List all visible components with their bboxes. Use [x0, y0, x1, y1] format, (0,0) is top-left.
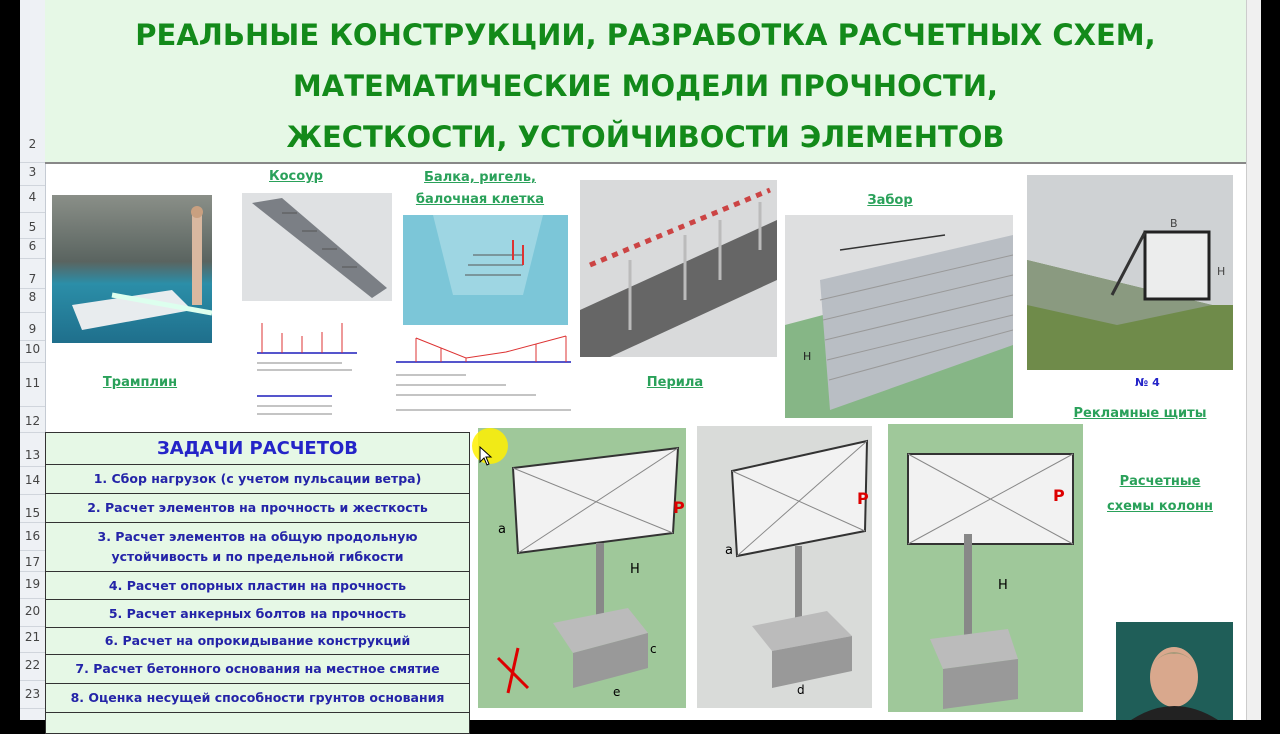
letter-p: P — [673, 498, 685, 517]
row-divider — [20, 340, 45, 341]
image-railing — [580, 180, 777, 357]
row-number[interactable]: 13 — [24, 448, 41, 462]
letter-e: e — [613, 685, 620, 699]
image-beam-scheme — [386, 330, 586, 422]
row-divider — [20, 258, 45, 259]
task-item-3[interactable]: 3. Расчет элементов на общую продольную … — [46, 523, 469, 572]
row-number[interactable]: 20 — [24, 604, 41, 618]
task-item-5[interactable]: 5. Расчет анкерных болтов на прочность — [46, 600, 469, 628]
row-number[interactable]: 6 — [28, 239, 37, 253]
row-number[interactable]: 23 — [24, 687, 41, 701]
task-item-7[interactable]: 7. Расчет бетонного основания на местное… — [46, 655, 469, 684]
row-number[interactable]: 8 — [28, 290, 37, 304]
row-number[interactable]: 19 — [24, 577, 41, 591]
row-number[interactable]: 15 — [24, 506, 41, 520]
letter-c: c — [650, 642, 657, 656]
letter-p: P — [1053, 486, 1065, 505]
row-divider — [20, 494, 45, 495]
image-stair-stringer — [242, 193, 392, 301]
link-reklama[interactable]: Рекламные щиты — [1073, 406, 1207, 421]
link-schemy-2[interactable]: схемы колонн — [1107, 499, 1213, 514]
title-cell[interactable]: РЕАЛЬНЫЕ КОНСТРУКЦИИ, РАЗРАБОТКА РАСЧЕТН… — [45, 0, 1246, 164]
letter-h: H — [630, 562, 640, 577]
image-presenter-photo — [1116, 622, 1233, 720]
vertical-scrollbar[interactable] — [1246, 0, 1261, 720]
billboard-b-letter: B — [1170, 217, 1178, 230]
mouse-cursor-icon — [479, 446, 493, 466]
row-divider — [20, 598, 45, 599]
row-divider — [20, 238, 45, 239]
row-divider — [20, 626, 45, 627]
row-divider — [20, 550, 45, 551]
link-balka-2[interactable]: балочная клетка — [415, 192, 545, 207]
number-label: № 4 — [1135, 376, 1160, 389]
billboard-h-letter: H — [1217, 265, 1225, 278]
image-stringer-scheme — [242, 318, 370, 423]
task-item-9[interactable] — [46, 713, 469, 733]
row-number[interactable]: 12 — [24, 414, 41, 428]
link-balka-1[interactable]: Балка, ригель, — [424, 170, 536, 185]
image-springboard — [52, 195, 212, 343]
link-perila[interactable]: Перила — [646, 375, 704, 390]
link-tramplin[interactable]: Трамплин — [102, 375, 178, 390]
tasks-table: ЗАДАЧИ РАСЧЕТОВ 1. Сбор нагрузок (с учет… — [45, 432, 470, 734]
task-item-1[interactable]: 1. Сбор нагрузок (с учетом пульсации вет… — [46, 465, 469, 494]
row-number[interactable]: 11 — [24, 376, 41, 390]
row-divider — [20, 162, 45, 163]
row-divider — [20, 571, 45, 572]
row-divider — [20, 406, 45, 407]
image-beam-cage — [403, 215, 568, 325]
row-divider — [20, 652, 45, 653]
letter-a: a — [725, 543, 733, 558]
task-item-2[interactable]: 2. Расчет элементов на прочность и жестк… — [46, 494, 469, 523]
row-divider — [20, 185, 45, 186]
row-number[interactable]: 7 — [28, 272, 37, 286]
row-divider — [20, 680, 45, 681]
row-number[interactable]: 2 — [28, 137, 37, 151]
row-divider — [20, 466, 45, 467]
letter-a: a — [498, 522, 506, 537]
task-item-8[interactable]: 8. Оценка несущей способности грунтов ос… — [46, 684, 469, 713]
row-number[interactable]: 3 — [28, 165, 37, 179]
row-divider — [20, 362, 45, 363]
link-kosour[interactable]: Косоур — [269, 169, 323, 184]
row-divider — [20, 288, 45, 289]
row-divider — [20, 432, 45, 433]
letter-p: P — [857, 489, 869, 508]
task-item-4[interactable]: 4. Расчет опорных пластин на прочность — [46, 572, 469, 600]
link-zabor[interactable]: Забор — [867, 193, 913, 208]
cursor-highlight — [472, 428, 508, 464]
row-number[interactable]: 9 — [28, 322, 37, 336]
row-divider — [20, 708, 45, 709]
title-line-1: РЕАЛЬНЫЕ КОНСТРУКЦИИ, РАЗРАБОТКА РАСЧЕТН… — [135, 18, 1156, 52]
row-divider — [20, 212, 45, 213]
row-number[interactable]: 14 — [24, 473, 41, 487]
tasks-header: ЗАДАЧИ РАСЧЕТОВ — [46, 433, 469, 465]
row-divider — [20, 312, 45, 313]
image-fence: H — [785, 215, 1013, 418]
row-number[interactable]: 21 — [24, 630, 41, 644]
row-number[interactable]: 17 — [24, 555, 41, 569]
row-number[interactable]: 16 — [24, 529, 41, 543]
task-item-6[interactable]: 6. Расчет на опрокидывание конструкций — [46, 628, 469, 655]
page-title: РЕАЛЬНЫЕ КОНСТРУКЦИИ, РАЗРАБОТКА РАСЧЕТН… — [45, 10, 1246, 163]
title-line-2: МАТЕМАТИЧЕСКИЕ МОДЕЛИ ПРОЧНОСТИ, — [292, 69, 999, 103]
letter-h: H — [998, 578, 1008, 593]
row-number[interactable]: 22 — [24, 658, 41, 672]
title-line-3: ЖЕСТКОСТИ, УСТОЙЧИВОСТИ ЭЛЕМЕНТОВ — [286, 120, 1005, 154]
row-number[interactable]: 5 — [28, 220, 37, 234]
letter-d: d — [797, 683, 805, 697]
row-number[interactable]: 10 — [24, 342, 41, 356]
row-divider — [20, 522, 45, 523]
fence-h-letter: H — [803, 350, 811, 363]
link-schemy-1[interactable]: Расчетные — [1119, 474, 1201, 489]
row-number[interactable]: 4 — [28, 190, 37, 204]
